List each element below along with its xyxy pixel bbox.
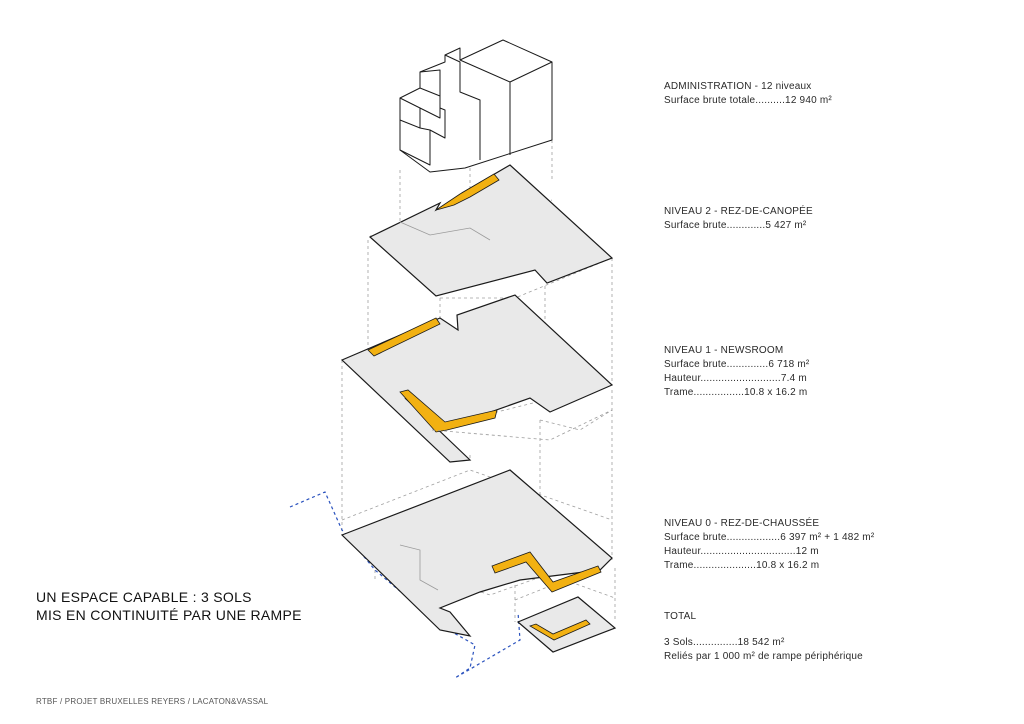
legend-line: Surface brute..................6 397 m² … (664, 532, 875, 543)
legend-line: Trame.....................10.8 x 16.2 m (664, 560, 820, 571)
headline-line-2: MIS EN CONTINUITÉ PAR UNE RAMPE (36, 607, 302, 623)
legend-title: NIVEAU 0 - REZ-DE-CHAUSSÉE (664, 518, 820, 529)
legend-line: Surface brute..............6 718 m² (664, 359, 810, 370)
legend-administration: ADMINISTRATION - 12 niveaux Surface brut… (664, 80, 832, 108)
legend-line: Hauteur................................1… (664, 546, 819, 557)
legend-title: NIVEAU 2 - REZ-DE-CANOPÉE (664, 206, 813, 217)
ramp-niveau-1-top (367, 317, 441, 357)
ramp-niveau-0 (491, 551, 602, 593)
legend-line: Hauteur...........................7.4 m (664, 373, 807, 384)
ramp-annex (529, 619, 591, 641)
ramp-niveau-1-lower (399, 389, 498, 433)
slab-niveau-2 (368, 164, 614, 297)
slab-annex (516, 596, 617, 653)
headline: UN ESPACE CAPABLE : 3 SOLS MIS EN CONTIN… (36, 588, 302, 624)
site-boundary-line (289, 491, 521, 679)
footer-credit: RTBF / PROJET BRUXELLES REYERS / LACATON… (36, 697, 269, 706)
administration-tower (399, 39, 553, 173)
legend-title: NIVEAU 1 - NEWSROOM (664, 345, 784, 356)
slab-niveau-1 (340, 294, 614, 463)
legend-line: Reliés par 1 000 m² de rampe périphériqu… (664, 651, 863, 662)
legend-total: TOTAL 3 Sols...............18 542 m² Rel… (664, 610, 863, 664)
legend-niveau-1: NIVEAU 1 - NEWSROOM Surface brute.......… (664, 344, 809, 400)
headline-line-1: UN ESPACE CAPABLE : 3 SOLS (36, 589, 252, 605)
ramp-niveau-2 (435, 173, 500, 211)
legend-niveau-2: NIVEAU 2 - REZ-DE-CANOPÉE Surface brute.… (664, 205, 813, 233)
legend-title: TOTAL (664, 611, 697, 622)
legend-line: Trame.................10.8 x 16.2 m (664, 387, 808, 398)
legend-line: Surface brute.............5 427 m² (664, 220, 807, 231)
legend-title: ADMINISTRATION - 12 niveaux (664, 81, 812, 92)
slab-niveau-0 (340, 469, 613, 637)
legend-line: 3 Sols...............18 542 m² (664, 637, 785, 648)
legend-line: Surface brute totale..........12 940 m² (664, 95, 832, 106)
legend-niveau-0: NIVEAU 0 - REZ-DE-CHAUSSÉE Surface brute… (664, 517, 874, 573)
